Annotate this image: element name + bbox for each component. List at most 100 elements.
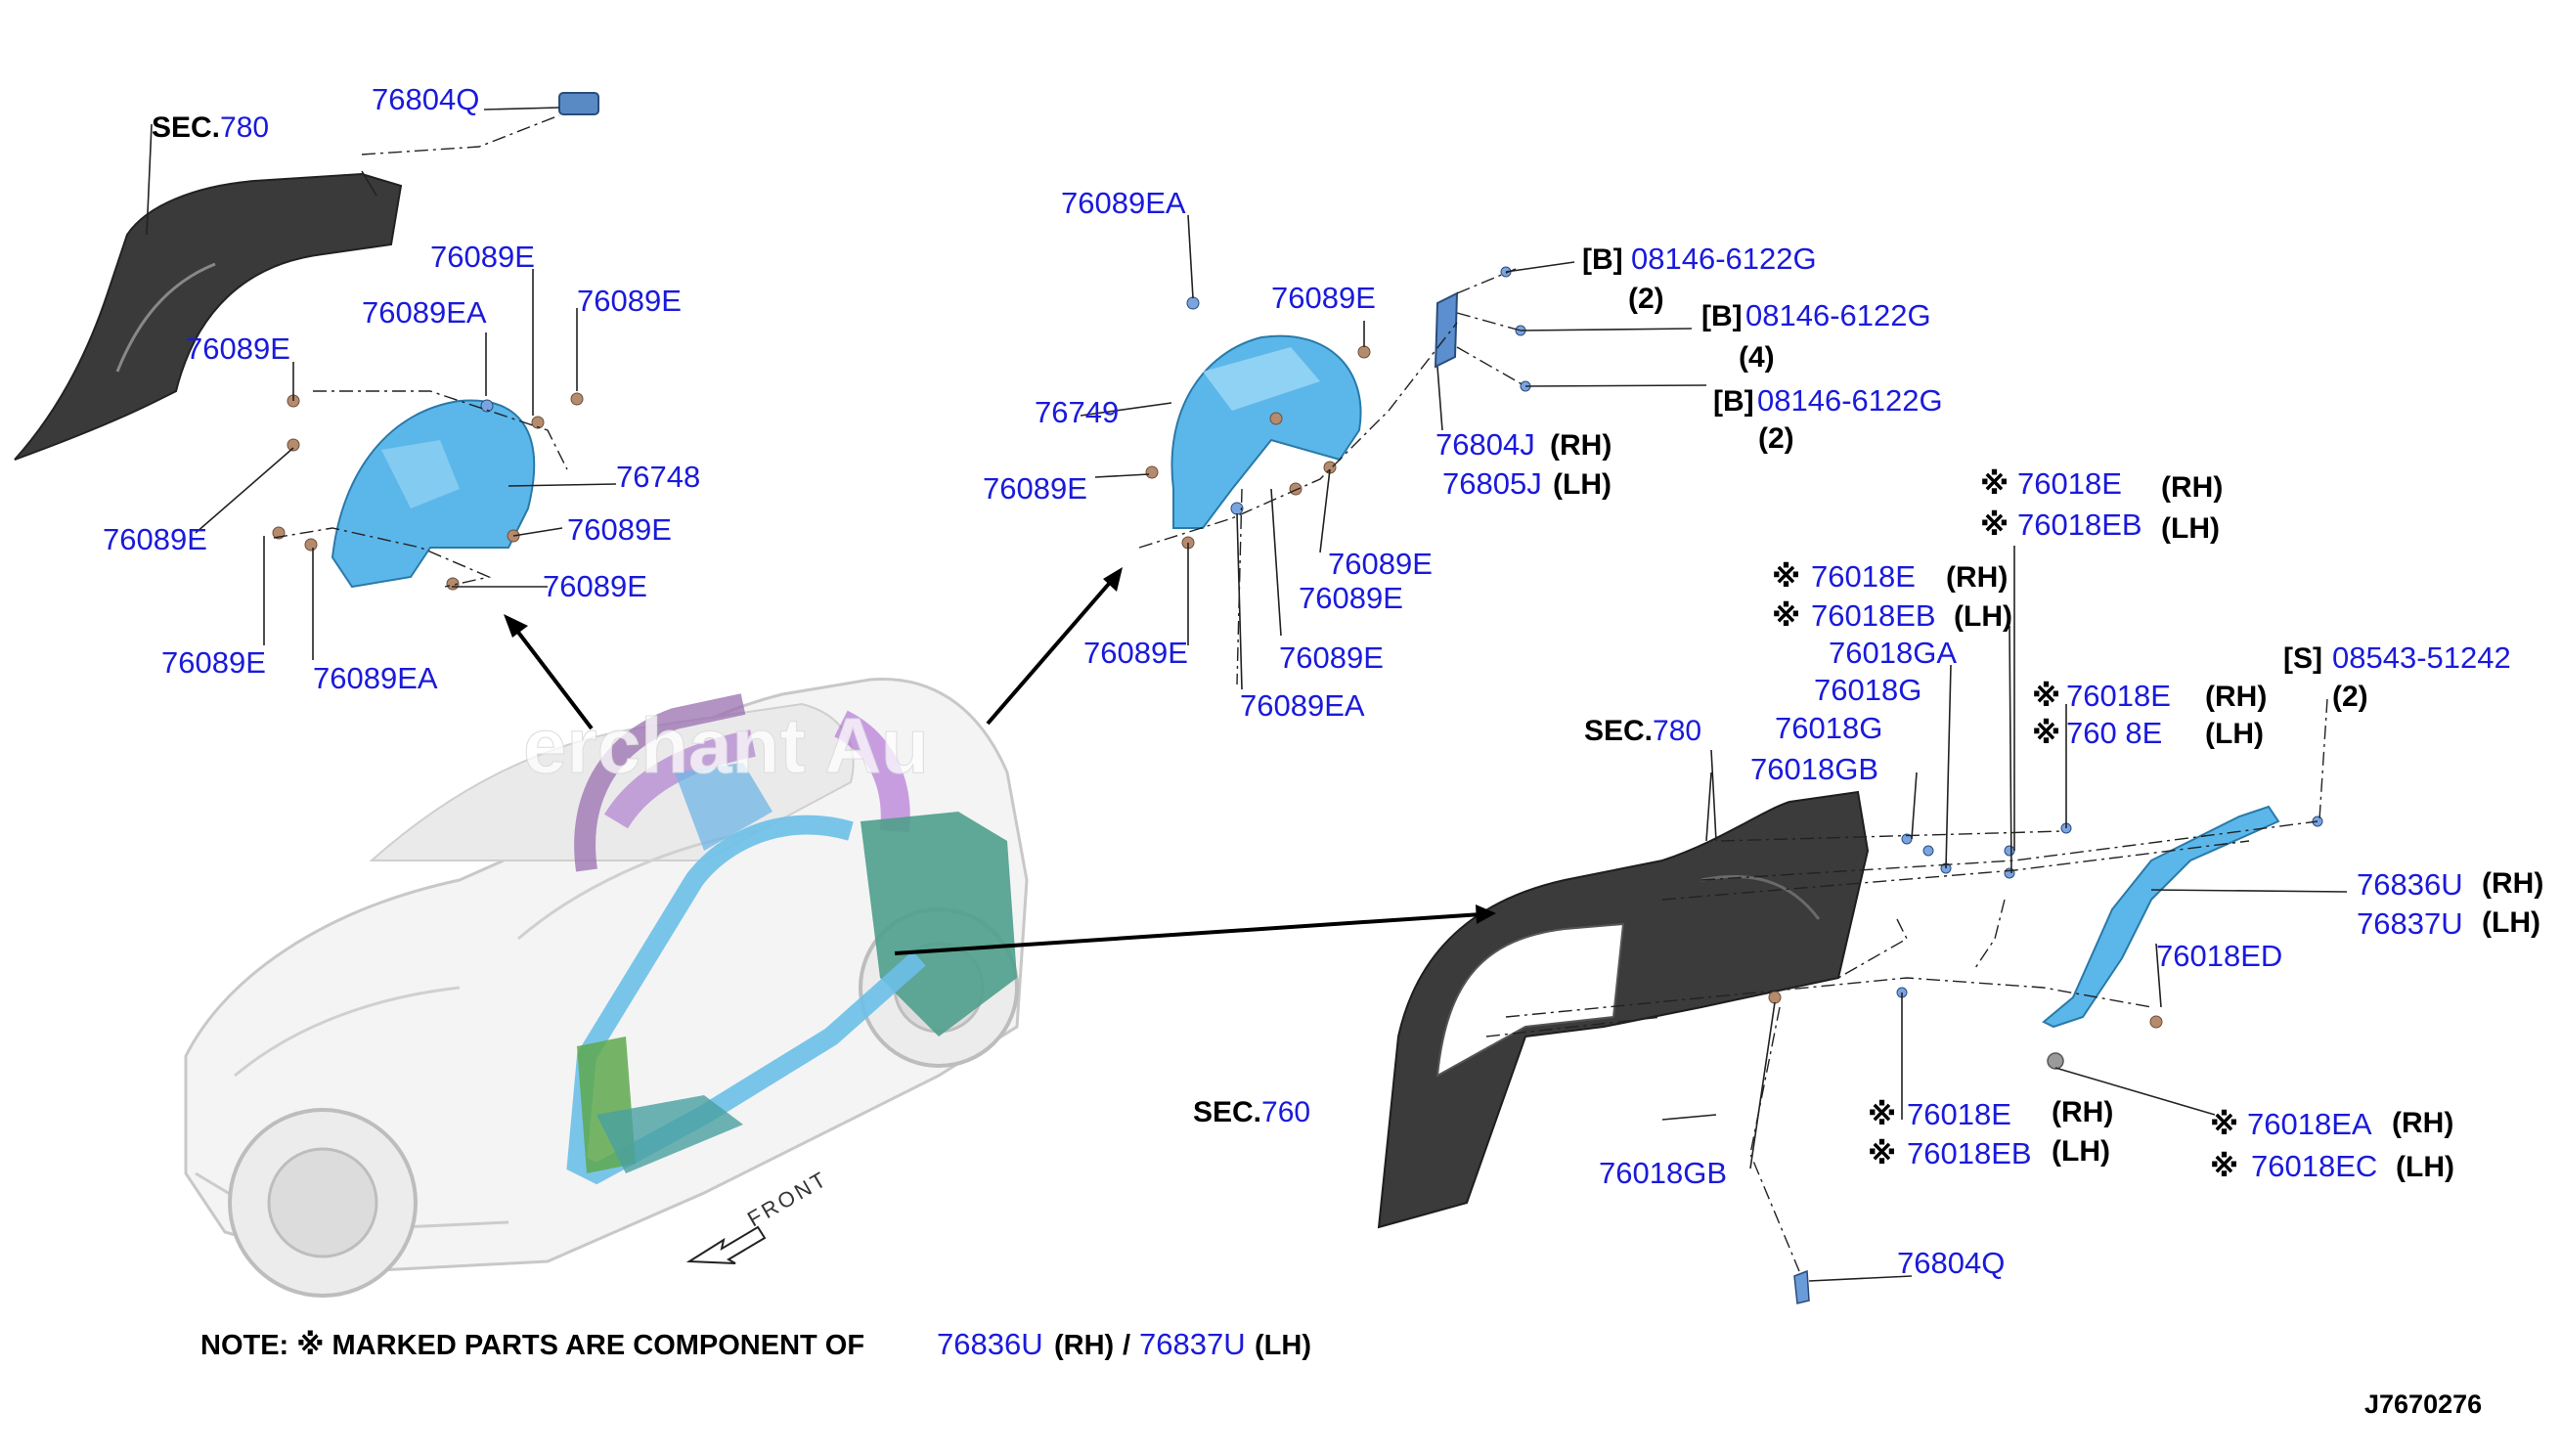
body-side-outer-panel [1377, 790, 1870, 1229]
leader-lines [146, 107, 2348, 1282]
side-rh: (RH) [1946, 561, 2008, 594]
note-part-lh[interactable]: 76837U [1139, 1327, 1246, 1361]
part-76089e-l3[interactable]: 76089E [186, 331, 290, 366]
grommet-76804q-top [558, 92, 599, 115]
side-lh: (LH) [2396, 1151, 2454, 1183]
part-76749[interactable]: 76749 [1035, 395, 1119, 429]
grommet-76804q-bottom [1793, 1269, 1810, 1304]
note-lh: (LH) [1255, 1330, 1311, 1361]
part-76018ga[interactable]: 76018GA [1829, 636, 1957, 670]
svg-text:SEC.780: SEC.780 [152, 111, 269, 144]
part-76089ea-l1[interactable]: 76089EA [362, 295, 487, 330]
section-number[interactable]: 780 [220, 111, 269, 144]
part-76089e-m4[interactable]: 76089E [1299, 581, 1403, 615]
component-mark: ※ [2032, 718, 2060, 750]
component-mark: ※ [2032, 681, 2060, 713]
note-rh: (RH) [1054, 1330, 1114, 1361]
rail-labels: 76836U (RH) 76837U (LH) [2357, 867, 2543, 941]
part-76089e-l5[interactable]: 76089E [567, 512, 672, 547]
bolt-part[interactable]: 08543-51242 [2332, 640, 2511, 675]
rear-inner-panel-left [14, 172, 403, 461]
side-lh: (LH) [1954, 600, 2012, 633]
part-76089ea-m1[interactable]: 76089EA [1061, 186, 1186, 220]
clip-76018ea [2047, 1052, 2064, 1070]
part-76018ea[interactable]: 76018EA [2247, 1107, 2372, 1141]
part-76018e-a[interactable]: 76018E [2017, 466, 2122, 501]
svg-text:NOTE: ※ MARKED PARTS ARE COMPO: NOTE: ※ MARKED PARTS ARE COMPONENT OF 76… [200, 1327, 1311, 1361]
part-76804q-top[interactable]: 76804Q [372, 82, 479, 116]
svg-text:SEC.760: SEC.760 [1193, 1096, 1310, 1128]
part-76089ea-m2[interactable]: 76089EA [1240, 688, 1365, 723]
bolt-qty: (2) [1628, 283, 1664, 315]
part-76089e-m6[interactable]: 76089E [1279, 640, 1384, 675]
part-76805j[interactable]: 76805J [1442, 466, 1542, 501]
part-76804j[interactable]: 76804J [1435, 427, 1535, 462]
part-76089e-m5[interactable]: 76089E [1083, 636, 1188, 670]
side-lh: (LH) [1553, 468, 1612, 501]
part-76018eb-a[interactable]: 76018EB [2017, 507, 2142, 542]
bolt-label-4: [S] 08543-51242 (2) [2283, 640, 2511, 713]
section-label-text: SEC. [1193, 1096, 1261, 1128]
part-76837u[interactable]: 76837U [2357, 906, 2463, 941]
part-76804q-bottom[interactable]: 76804Q [1897, 1246, 2005, 1280]
part-76089e-l6[interactable]: 76089E [543, 569, 647, 603]
right-bottom-pair: ※ 76018E (RH) ※ 76018EB (LH) [1868, 1096, 2113, 1170]
section-label-text: SEC. [152, 111, 220, 144]
bolt-part[interactable]: 08146-6122G [1757, 383, 1943, 418]
side-rh: (RH) [1550, 429, 1612, 462]
part-76089e-l4[interactable]: 76089E [103, 522, 207, 556]
bolt-tag: [B] [1582, 243, 1623, 276]
arrows [504, 567, 1496, 955]
rear-rail-reinforcement [2042, 805, 2280, 1029]
side-lh: (LH) [2205, 718, 2264, 750]
side-lh: (LH) [2052, 1135, 2110, 1168]
part-76018gb-b[interactable]: 76018GB [1599, 1156, 1727, 1190]
component-mark: ※ [2210, 1151, 2238, 1183]
component-mark: ※ [1772, 600, 1800, 633]
bolt-label-1: [B] 08146-6122G (2) [1582, 242, 1817, 315]
part-760-8e[interactable]: 760 8E [2066, 716, 2162, 750]
part-76089e-m1[interactable]: 76089E [1271, 281, 1376, 315]
part-76089ea-l2[interactable]: 76089EA [313, 661, 438, 695]
note-part-rh[interactable]: 76836U [937, 1327, 1043, 1361]
part-76748[interactable]: 76748 [616, 460, 700, 494]
part-76018ed[interactable]: 76018ED [2156, 939, 2282, 973]
section-number[interactable]: 780 [1653, 715, 1701, 747]
component-mark: ※ [1868, 1138, 1896, 1170]
part-76018g-a[interactable]: 76018G [1814, 673, 1921, 707]
bolt-part[interactable]: 08146-6122G [1745, 298, 1931, 332]
dash-dot-lines [273, 114, 2318, 1272]
side-rh: (RH) [2205, 681, 2267, 713]
note-prefix: NOTE: ※ MARKED PARTS ARE COMPONENT OF [200, 1330, 864, 1361]
component-mark: ※ [1868, 1099, 1896, 1131]
part-76018eb-b[interactable]: 76018EB [1811, 598, 1936, 633]
bolt-tag: [B] [1701, 300, 1743, 332]
car-illustration [184, 677, 1029, 1298]
part-76018gb-a[interactable]: 76018GB [1750, 752, 1878, 786]
right-clip-pair: ※ 76018EA (RH) ※ 76018EC (LH) [2210, 1107, 2454, 1183]
bolt-label-2: [B] 08146-6122G (4) [1701, 298, 1931, 374]
part-76018ec[interactable]: 76018EC [2251, 1149, 2377, 1183]
part-76089e-l1[interactable]: 76089E [430, 240, 535, 274]
bolt-label-3: [B] 08146-6122G (2) [1713, 383, 1943, 455]
component-mark: ※ [1980, 509, 2009, 542]
bolt-qty: (2) [2332, 681, 2368, 713]
part-76018e-c[interactable]: 76018E [2066, 679, 2171, 713]
section-label-text: SEC. [1584, 715, 1653, 747]
part-76089e-m3[interactable]: 76089E [1328, 547, 1433, 581]
watermark: erchant Au [523, 702, 929, 789]
part-76018e-d[interactable]: 76018E [1907, 1097, 2011, 1131]
part-76089e-l7[interactable]: 76089E [161, 645, 266, 680]
bolt-part[interactable]: 08146-6122G [1631, 242, 1817, 276]
part-76089e-l2[interactable]: 76089E [577, 284, 682, 318]
fender-seal [1434, 291, 1459, 369]
part-76836u[interactable]: 76836U [2357, 867, 2463, 902]
part-76018eb-d[interactable]: 76018EB [1907, 1136, 2032, 1170]
section-number[interactable]: 760 [1261, 1096, 1310, 1128]
side-lh: (LH) [2482, 906, 2540, 939]
part-76089e-m2[interactable]: 76089E [983, 471, 1087, 506]
part-76018g-b[interactable]: 76018G [1775, 711, 1882, 745]
part-76018e-b[interactable]: 76018E [1811, 559, 1916, 594]
bolt-tag: [B] [1713, 385, 1754, 418]
